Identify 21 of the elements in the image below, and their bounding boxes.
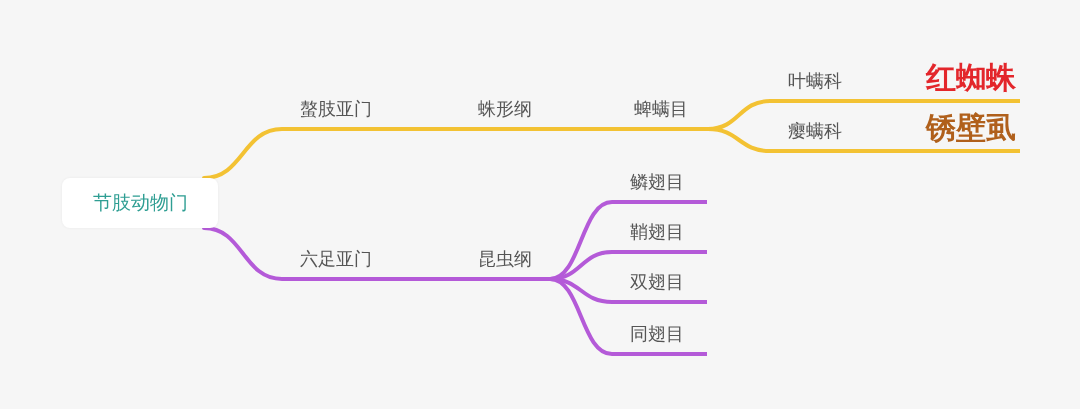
branch-label: 双翅目	[630, 270, 684, 294]
branch-label: 鳞翅目	[630, 170, 684, 194]
branch-line	[202, 226, 284, 281]
root-box	[62, 178, 218, 228]
branch-label: 鞘翅目	[630, 220, 684, 244]
pest-name: 锈壁虱	[926, 113, 1016, 143]
branch-line	[390, 277, 462, 281]
branch-label: 六足亚门	[300, 247, 372, 271]
branch-label: 昆虫纲	[478, 247, 532, 271]
branch-label: 蜱螨目	[634, 97, 688, 121]
branch-label: 蛛形纲	[478, 97, 532, 121]
branch-line	[390, 127, 462, 131]
branch-line	[706, 127, 772, 153]
branch-line	[548, 127, 618, 131]
branch-label: 瘿螨科	[788, 119, 842, 143]
branch-label: 螯肢亚门	[300, 97, 372, 121]
branch-label: 叶螨科	[788, 69, 842, 93]
root-label: 节肢动物门	[92, 190, 188, 215]
pest-name: 红蜘蛛	[926, 63, 1016, 93]
branch-label: 同翅目	[630, 322, 684, 346]
branch-line	[202, 127, 284, 180]
